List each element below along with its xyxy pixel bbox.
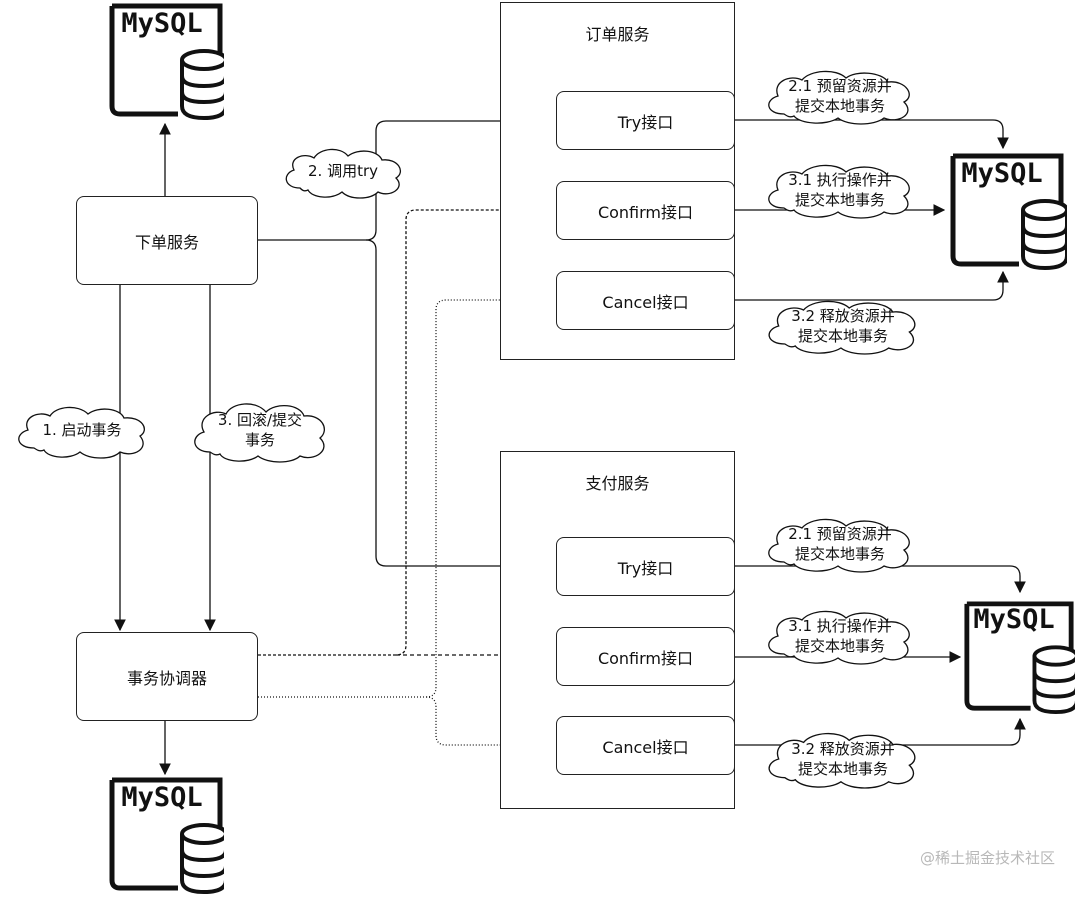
cloud-order-release: 3.2 释放资源并 提交本地事务 [760,298,926,355]
order-confirm-interface[interactable]: Confirm接口 [556,181,735,240]
order-release-line2: 提交本地事务 [797,327,888,345]
payment-try-label: Try接口 [617,558,674,578]
edge-pay-cancel-db [735,717,1026,746]
mysql-label: MySQL [121,782,203,813]
order-service-group: 订单服务 [500,2,735,360]
rollback-commit-line1: 3. 回滚/提交 [217,411,303,429]
cloud-shape [768,300,916,355]
cloud-shape [768,70,910,125]
cloud-shape [194,403,325,463]
cloud-shape [768,164,910,219]
order-release-line1: 3.2 释放资源并 [791,307,895,325]
cloud-pay-reserve: 2.1 预留资源并 提交本地事务 [760,516,920,573]
payment-cancel-label: Cancel接口 [602,737,689,757]
cloud-rollback-commit: 3. 回滚/提交 事务 [186,398,334,463]
payment-service-title: 支付服务 [585,474,650,493]
edge-coordinator-cancel-payment [425,696,500,746]
order-try-interface[interactable]: Try接口 [556,91,735,150]
cloud-order-execute: 3.1 执行操作并 提交本地事务 [760,162,920,219]
order-cancel-label: Cancel接口 [602,292,689,312]
cloud-order-reserve: 2.1 预留资源并 提交本地事务 [760,68,920,125]
order-cancel-interface[interactable]: Cancel接口 [556,271,735,330]
cloud-shape [768,610,910,665]
cloud-shape [285,148,401,199]
order-execute-line1: 3.1 执行操作并 [788,171,892,189]
pay-reserve-line1: 2.1 预留资源并 [788,525,892,543]
call-try-text: 2. 调用try [307,162,378,180]
database-icon [964,601,1079,714]
payment-confirm-label: Confirm接口 [597,648,694,668]
start-tx-text: 1. 启动事务 [42,421,122,439]
cloud-shape [18,406,145,459]
pay-execute-line2: 提交本地事务 [794,637,885,655]
pay-release-line2: 提交本地事务 [797,760,888,778]
pay-execute-line1: 3.1 执行操作并 [788,617,892,635]
cloud-pay-execute: 3.1 执行操作并 提交本地事务 [760,608,920,665]
cloud-call-try: 2. 调用try [278,144,408,199]
mysql-label: MySQL [973,604,1055,635]
mysql-database-bottom: MySQL [108,776,228,895]
payment-service-group: 支付服务 [500,451,735,809]
cloud-pay-release: 3.2 释放资源并 提交本地事务 [760,730,926,789]
mysql-label: MySQL [961,158,1043,189]
order-reserve-line2: 提交本地事务 [794,97,885,115]
mysql-database-payment: MySQL [963,598,1079,716]
order-try-label: Try接口 [617,112,674,132]
edge-order-try-db [735,119,1009,150]
edge-pay-try-db [735,565,1026,594]
transaction-coordinator-label: 事务协调器 [126,668,207,688]
order-reserve-line1: 2.1 预留资源并 [788,77,892,95]
rollback-commit-line2: 事务 [244,431,275,449]
pay-release-line1: 3.2 释放资源并 [791,740,895,758]
order-confirm-label: Confirm接口 [597,202,694,222]
payment-try-interface[interactable]: Try接口 [556,537,735,596]
mysql-database-order: MySQL [947,152,1069,271]
cloud-start-tx: 1. 启动事务 [10,402,154,459]
watermark: @稀土掘金技术社区 [919,849,1055,867]
mysql-database-top: MySQL [108,2,228,121]
cloud-shape [768,518,910,573]
payment-confirm-interface[interactable]: Confirm接口 [556,627,735,686]
edge-order-cancel-db [735,270,1009,301]
pay-reserve-line2: 提交本地事务 [794,545,885,563]
order-placement-service-label: 下单服务 [134,232,199,252]
order-service-title: 订单服务 [585,25,650,44]
edge-coordinator-confirm-order [258,209,500,656]
payment-cancel-interface[interactable]: Cancel接口 [556,716,735,775]
order-placement-service[interactable]: 下单服务 [76,196,258,285]
transaction-coordinator[interactable]: 事务协调器 [76,632,258,721]
edge-call-try-payment [365,239,500,567]
mysql-label: MySQL [121,8,203,39]
order-execute-line2: 提交本地事务 [794,191,885,209]
cloud-shape [768,732,916,789]
edge-coordinator-cancel-order [258,299,500,698]
